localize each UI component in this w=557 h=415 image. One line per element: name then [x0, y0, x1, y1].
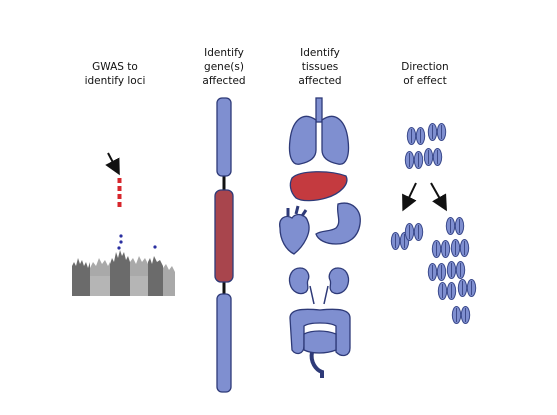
- gwas-title-line-1: GWAS to: [92, 61, 138, 73]
- cell-pair-icon: [446, 261, 466, 279]
- tissue-title-line-3: affected: [298, 75, 342, 87]
- liver-icon: [289, 171, 348, 202]
- direction-panel: [390, 123, 477, 324]
- direction-title-line-1: Direction: [401, 61, 449, 73]
- gwas-panel: [72, 152, 175, 296]
- cell-pair-icon: [404, 151, 424, 169]
- stomach-icon: [315, 202, 361, 245]
- cell-pair-icon: [406, 127, 426, 145]
- direction-title: Direction of effect: [385, 60, 465, 88]
- tissue-title-line-1: Identify: [300, 47, 340, 59]
- tissue-title-line-2: tissues: [301, 61, 339, 73]
- gene-title-line-3: affected: [202, 75, 246, 87]
- cell-cluster-left: [390, 223, 424, 250]
- gene-bar-top: [216, 97, 232, 177]
- gene-bar-affected: [214, 189, 234, 283]
- direction-title-line-2: of effect: [403, 75, 447, 87]
- arrow-icon: [402, 182, 417, 212]
- lungs-icon: [288, 97, 350, 165]
- cell-pair-icon: [451, 306, 471, 324]
- arrow-icon: [430, 182, 447, 212]
- cell-pair-icon: [427, 263, 447, 281]
- cell-pair-icon: [445, 217, 465, 235]
- gene-title-line-2: gene(s): [204, 61, 244, 73]
- gwas-title-line-2: identify loci: [84, 75, 146, 87]
- cell-pair-icon: [404, 223, 424, 241]
- gene-bar-bottom: [216, 293, 232, 393]
- cell-pair-icon: [431, 240, 451, 258]
- significant-snps: [117, 178, 122, 207]
- cell-pair-icon: [423, 148, 443, 166]
- cell-pair-icon: [450, 239, 470, 257]
- manhattan-plot: [72, 250, 175, 296]
- kidneys-icon: [288, 267, 350, 305]
- cell-pair-icon: [437, 282, 457, 300]
- gene-panel: [214, 97, 234, 393]
- heart-icon: [279, 205, 310, 255]
- gene-title-line-1: Identify: [204, 47, 244, 59]
- cell-pair-icon: [457, 279, 477, 297]
- cell-cluster-top: [404, 123, 447, 169]
- intestine-icon: [289, 308, 351, 378]
- cell-cluster-right: [427, 217, 477, 324]
- gene-title: Identify gene(s) affected: [186, 46, 262, 88]
- arrow-icon: [105, 152, 120, 176]
- gwas-title: GWAS to identify loci: [70, 60, 160, 88]
- tissue-panel: [279, 97, 361, 378]
- cell-pair-icon: [427, 123, 447, 141]
- tissue-title: Identify tissues affected: [280, 46, 360, 88]
- suggestive-snps: [117, 234, 157, 250]
